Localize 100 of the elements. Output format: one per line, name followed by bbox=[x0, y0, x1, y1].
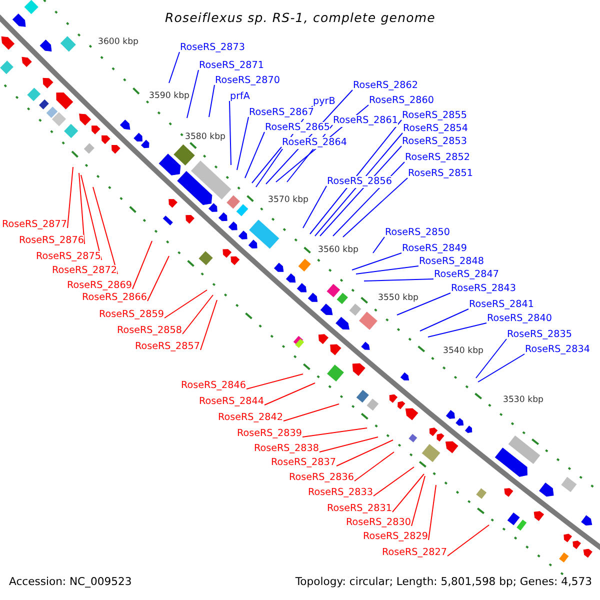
gene-label: RoseRS_2853 bbox=[402, 136, 467, 148]
gene-label: RoseRS_2846 bbox=[181, 380, 246, 392]
tick-label: 3570 kbp bbox=[268, 194, 308, 206]
leader-line bbox=[229, 100, 232, 166]
gene-label: RoseRS_2850 bbox=[385, 227, 450, 239]
leader-line bbox=[420, 308, 469, 332]
leader-line bbox=[352, 252, 402, 270]
gene-label: RoseRS_2844 bbox=[199, 396, 264, 408]
gene-label: RoseRS_2849 bbox=[402, 243, 467, 255]
gene-label: RoseRS_2877 bbox=[2, 219, 67, 231]
gene-label: prfA bbox=[230, 91, 250, 103]
leader-line bbox=[336, 440, 394, 466]
gene-label: RoseRS_2848 bbox=[419, 256, 484, 268]
gene-label: RoseRS_2840 bbox=[487, 313, 552, 325]
gene-label: RoseRS_2830 bbox=[346, 517, 411, 529]
diagram-title: Roseiflexus sp. RS-1, complete genome bbox=[165, 10, 436, 25]
gene-label: RoseRS_2834 bbox=[525, 344, 590, 356]
gene-label: RoseRS_2836 bbox=[289, 472, 354, 484]
tick-label: 3580 kbp bbox=[185, 131, 226, 143]
leader-line bbox=[428, 484, 436, 540]
gene-label: RoseRS_2829 bbox=[363, 531, 428, 543]
gene-label: RoseRS_2835 bbox=[507, 329, 572, 341]
leader-line bbox=[428, 322, 487, 338]
leader-line bbox=[182, 294, 214, 334]
gene-label: RoseRS_2858 bbox=[117, 325, 182, 337]
leader-line bbox=[314, 132, 403, 236]
leader-line bbox=[246, 374, 304, 390]
leader-line bbox=[356, 266, 419, 274]
leader-line bbox=[396, 292, 451, 316]
leader-line bbox=[342, 178, 408, 238]
leader-line bbox=[302, 186, 327, 228]
leader-line bbox=[320, 146, 402, 236]
gene-label: RoseRS_2837 bbox=[271, 457, 336, 469]
footer-text: Accession: NC_009523 bbox=[9, 575, 132, 589]
tick-label: 3590 kbp bbox=[149, 90, 190, 102]
leader-line bbox=[411, 476, 426, 526]
leader-line bbox=[392, 474, 424, 512]
gene-label: RoseRS_2854 bbox=[403, 123, 468, 135]
leader-line bbox=[200, 300, 218, 350]
tick-label: 3550 kbp bbox=[378, 292, 418, 304]
gene-label: RoseRS_2864 bbox=[282, 137, 347, 149]
gene-label: RoseRS_2875 bbox=[36, 251, 101, 263]
gene-label: RoseRS_2865 bbox=[265, 122, 330, 134]
tick-label: 3530 kbp bbox=[503, 394, 544, 406]
gene-label: RoseRS_2861 bbox=[333, 115, 398, 127]
gene-label: RoseRS_2860 bbox=[369, 95, 434, 107]
leader-line bbox=[186, 70, 199, 118]
gene-label: RoseRS_2862 bbox=[353, 80, 418, 92]
leader-line bbox=[364, 278, 434, 282]
leader-line bbox=[92, 186, 118, 274]
leader-line bbox=[78, 172, 85, 244]
gene-label: RoseRS_2866 bbox=[82, 292, 147, 304]
footer-text: Topology: circular; Length: 5,801,598 bp; Genes: 4,573 bbox=[295, 575, 592, 589]
leader-line bbox=[67, 166, 74, 228]
gene-label: RoseRS_2841 bbox=[469, 299, 534, 311]
leader-line bbox=[164, 290, 208, 318]
gene-label: RoseRS_2857 bbox=[135, 341, 200, 353]
leader-line bbox=[283, 404, 340, 422]
gene-label: RoseRS_2872 bbox=[52, 265, 117, 277]
leader-line bbox=[264, 382, 316, 406]
gene-label: RoseRS_2847 bbox=[434, 269, 499, 281]
leader-line bbox=[478, 354, 525, 382]
gene-label: pyrB bbox=[313, 96, 336, 108]
leader-line bbox=[244, 132, 265, 178]
gene-label: RoseRS_2842 bbox=[218, 412, 283, 424]
gene-label: RoseRS_2859 bbox=[99, 309, 164, 321]
gene-label: RoseRS_2856 bbox=[327, 176, 392, 188]
gene-label: RoseRS_2871 bbox=[199, 60, 264, 72]
leader-line bbox=[168, 52, 180, 84]
gene-label: RoseRS_2839 bbox=[237, 428, 302, 440]
gene-label: RoseRS_2873 bbox=[180, 42, 245, 54]
gene-label: RoseRS_2851 bbox=[408, 168, 473, 180]
leader-line bbox=[80, 174, 102, 260]
leader-line bbox=[354, 452, 394, 482]
gene-label: RoseRS_2855 bbox=[402, 110, 467, 122]
leader-line bbox=[147, 256, 170, 302]
tick-label: 3560 kbp bbox=[318, 244, 358, 256]
tick-label: 3540 kbp bbox=[443, 345, 484, 357]
leader-line bbox=[447, 524, 490, 556]
gene-label: RoseRS_2838 bbox=[254, 443, 319, 455]
gene-label: RoseRS_2827 bbox=[382, 547, 447, 559]
gene-label: RoseRS_2867 bbox=[249, 107, 314, 119]
leader-line bbox=[373, 466, 414, 496]
leader-line bbox=[132, 240, 152, 290]
leader-line bbox=[302, 428, 368, 438]
gene-label: RoseRS_2843 bbox=[451, 283, 516, 295]
tick-label: 3600 kbp bbox=[98, 36, 138, 48]
leader-line bbox=[252, 146, 282, 184]
gene-label: RoseRS_2831 bbox=[327, 503, 392, 515]
gene-label: RoseRS_2852 bbox=[405, 152, 470, 164]
leader-line bbox=[236, 116, 249, 170]
gene-label: RoseRS_2833 bbox=[308, 487, 373, 499]
leader-line bbox=[208, 84, 215, 118]
gene-label: RoseRS_2869 bbox=[67, 280, 132, 292]
leader-line bbox=[310, 120, 402, 234]
leader-line bbox=[476, 338, 507, 378]
leader-line bbox=[319, 436, 378, 452]
gene-label: RoseRS_2876 bbox=[19, 235, 84, 247]
leader-line bbox=[372, 236, 385, 254]
gene-label: RoseRS_2870 bbox=[215, 75, 280, 87]
